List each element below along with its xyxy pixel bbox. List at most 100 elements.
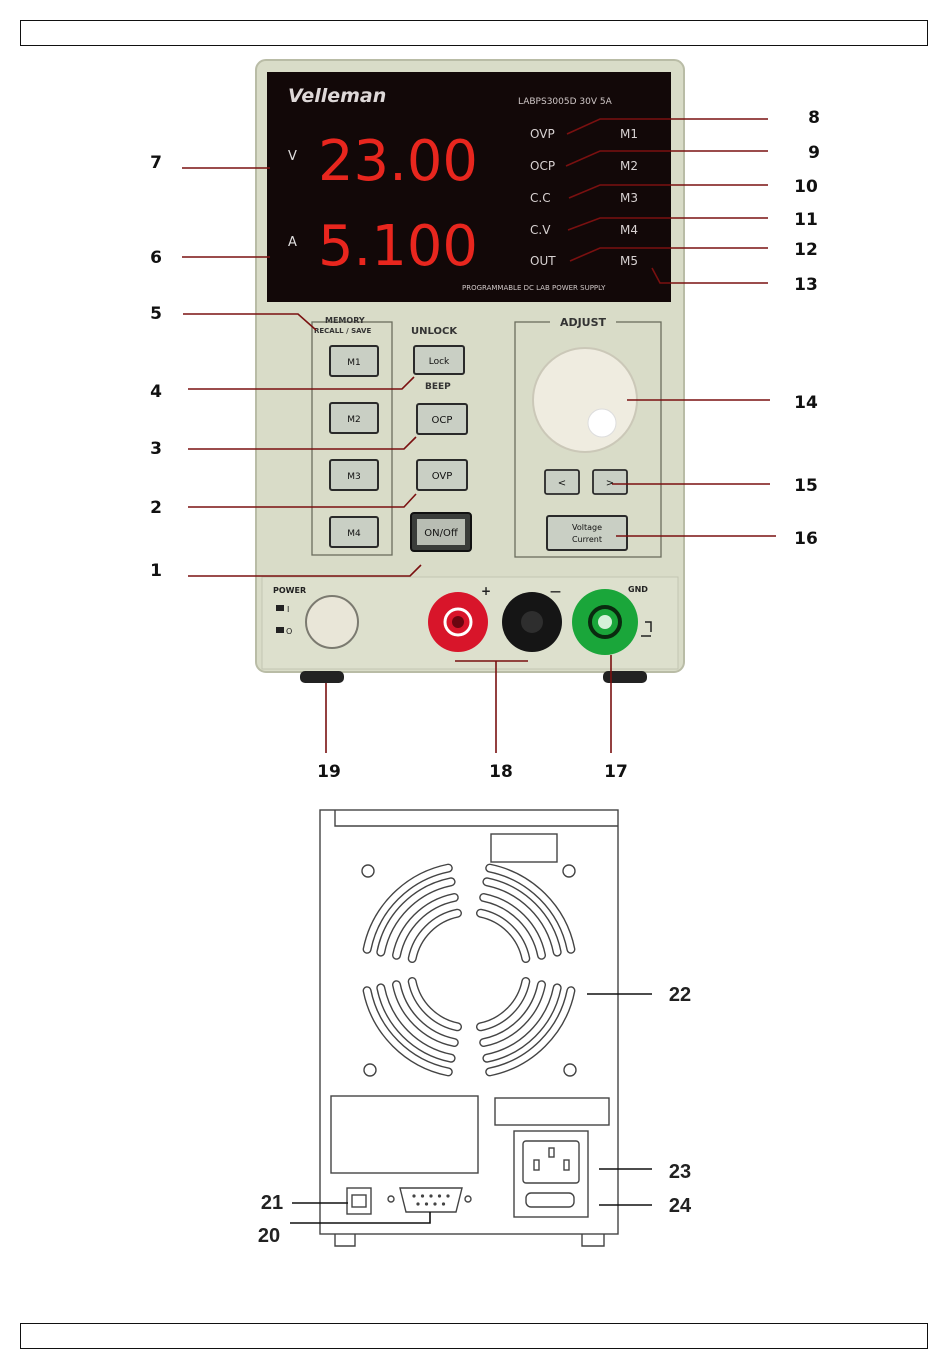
- memory-button-label-2: M2: [347, 415, 361, 425]
- rear-housing: [320, 810, 618, 1234]
- screw-tr: [563, 865, 575, 877]
- rs232-pin: [433, 1202, 436, 1205]
- fan-slot-outer: [367, 868, 448, 949]
- fan-grille: [367, 868, 571, 1072]
- current-readout: 5.100: [318, 214, 478, 279]
- rear-top-lip: [335, 810, 618, 826]
- fan-slot-outer: [487, 988, 557, 1058]
- amp-unit-label: A: [288, 235, 297, 250]
- negative-terminal-hole: [521, 611, 543, 633]
- screw-tl: [362, 865, 374, 877]
- callout-6: 6: [150, 248, 162, 268]
- fan-slot-outer: [481, 982, 526, 1027]
- callout-10: 10: [794, 177, 818, 197]
- rear-label-plate: [491, 834, 557, 862]
- callout-12: 12: [794, 240, 818, 260]
- foot-left: [300, 671, 344, 683]
- rear-info-plate: [331, 1096, 478, 1173]
- fan-slot-outer: [484, 985, 542, 1043]
- callout-24: 24: [669, 1195, 692, 1217]
- indicator-4: C.V: [530, 223, 551, 237]
- fan-slot-inner: [381, 988, 451, 1058]
- fan-slot-outer: [381, 882, 451, 952]
- fan-slot-outer: [412, 913, 457, 958]
- ac-inlet-frame[interactable]: [514, 1131, 588, 1217]
- rs232-port[interactable]: [400, 1188, 462, 1212]
- vi-button-line2: Current: [572, 535, 602, 544]
- front-panel-diagram: Velleman LABPS3005D 30V 5A V A 23.00 5.1…: [0, 0, 950, 800]
- screw-bl: [364, 1064, 376, 1076]
- callout-7: 7: [150, 153, 162, 173]
- callout-3: 3: [150, 439, 162, 459]
- vi-button-line1: Voltage: [572, 523, 602, 532]
- power-label: POWER: [273, 586, 306, 595]
- callout-15: 15: [794, 476, 818, 496]
- beep-label: BEEP: [425, 382, 451, 392]
- fan-slot-inner: [381, 882, 451, 952]
- ac-inlet-socket: [523, 1141, 579, 1183]
- callout-21: 21: [261, 1192, 283, 1214]
- memory-title: MEMORY: [325, 316, 365, 325]
- fan-slot-inner: [487, 988, 557, 1058]
- rs232-screw-right: [465, 1196, 471, 1202]
- memory-indicator-3: M3: [620, 191, 638, 205]
- voltage-current-button[interactable]: [547, 516, 627, 550]
- power-switch[interactable]: [306, 596, 358, 648]
- fan-slot-outer: [481, 913, 526, 958]
- on-off-button-label: ON/Off: [424, 528, 459, 539]
- callout-14: 14: [794, 393, 818, 413]
- fan-slot-outer: [490, 868, 571, 949]
- rs232-screw-left: [388, 1196, 394, 1202]
- display-footer-text: PROGRAMMABLE DC LAB POWER SUPPLY: [462, 284, 606, 292]
- fan-slot-inner: [412, 913, 457, 958]
- fan-slot-inner: [397, 898, 455, 956]
- fan-slot-inner: [484, 898, 542, 956]
- fan-slot-outer: [490, 991, 571, 1072]
- positive-terminal-hole: [452, 616, 464, 628]
- bottom-footer-box: [20, 1323, 928, 1349]
- ground-terminal-hole: [598, 615, 612, 629]
- callout-11: 11: [794, 210, 818, 230]
- callout-23: 23: [669, 1161, 691, 1183]
- adjust-knob[interactable]: [533, 348, 637, 452]
- fan-slot-inner: [481, 982, 526, 1027]
- usb-port[interactable]: [347, 1188, 371, 1214]
- rear-small-plate: [495, 1098, 609, 1125]
- model-label: LABPS3005D 30V 5A: [518, 97, 613, 107]
- callout-4: 4: [150, 382, 162, 402]
- callout-9: 9: [808, 143, 820, 163]
- fan-slot-outer: [397, 898, 455, 956]
- rs232-pin: [446, 1194, 449, 1197]
- foot-right: [603, 671, 647, 683]
- rear-foot-right: [582, 1234, 604, 1246]
- fan-slot-inner: [487, 882, 557, 952]
- indicator-5: OUT: [530, 254, 556, 268]
- usb-port-inner: [352, 1195, 366, 1207]
- callout-1: 1: [150, 561, 162, 581]
- memory-indicator-5: M5: [620, 254, 638, 268]
- rs232-pin: [442, 1202, 445, 1205]
- ocp-button-label: OCP: [432, 415, 453, 426]
- unlock-label: UNLOCK: [411, 326, 458, 337]
- fan-slot-inner: [484, 985, 542, 1043]
- rs232-pin: [425, 1202, 428, 1205]
- rs232-pin: [438, 1194, 441, 1197]
- left-arrow-label: <: [558, 478, 566, 489]
- fuse-holder[interactable]: [526, 1193, 574, 1207]
- fan-slot-inner: [490, 991, 571, 1072]
- rs232-pin: [429, 1194, 432, 1197]
- fan-slot-inner: [412, 982, 457, 1027]
- gnd-label: GND: [628, 585, 648, 594]
- indicator-3: C.C: [530, 191, 551, 205]
- rs232-pin: [412, 1194, 415, 1197]
- power-on-label: I: [287, 605, 289, 614]
- fan-slot-outer: [484, 898, 542, 956]
- fan-slot-inner: [490, 868, 571, 949]
- memory-subtitle: RECALL / SAVE: [314, 327, 371, 335]
- fan-slot-inner: [481, 913, 526, 958]
- voltage-readout: 23.00: [318, 129, 478, 194]
- indicator-2: OCP: [530, 159, 555, 173]
- callout-13: 13: [794, 275, 818, 295]
- fan-slot-outer: [381, 988, 451, 1058]
- rs232-pin: [421, 1194, 424, 1197]
